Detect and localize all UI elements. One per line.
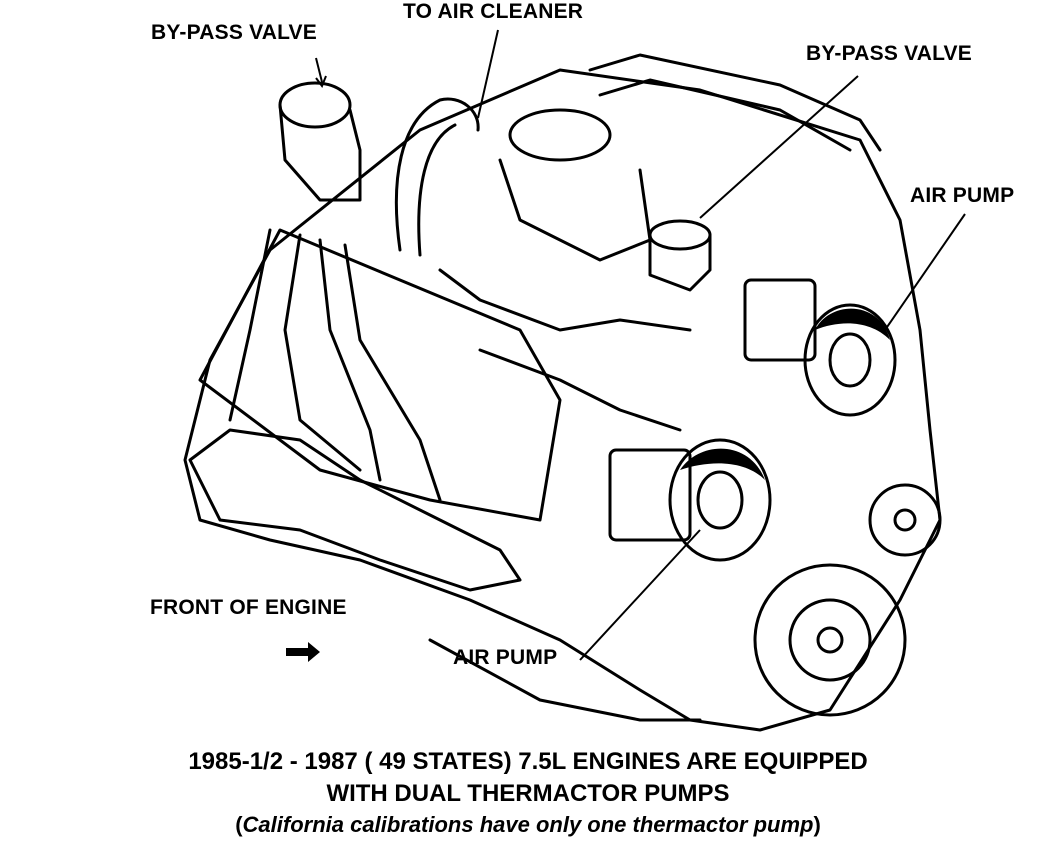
distributor-cap (508, 108, 612, 162)
air-pump-lower-hub (696, 470, 744, 530)
bypass-valve-right-cap (648, 219, 712, 251)
leader-bypass-left (315, 57, 323, 83)
leader-air-pump-bottom (579, 529, 701, 661)
bypass-valve-left-label: BY-PASS VALVE (151, 21, 317, 44)
caption-line-1: 1985-1/2 - 1987 ( 49 STATES) 7.5L ENGINE… (188, 748, 868, 775)
air-tube-3 (318, 238, 382, 482)
engine-block-outline (183, 68, 942, 732)
bypass-valve-left-body (278, 103, 362, 202)
center-hose (438, 268, 692, 332)
caption-line-3: (California calibrations have only one t… (0, 812, 1056, 838)
crossover-pipe (588, 53, 882, 152)
air-tube-1 (228, 228, 272, 422)
crank-pulley-inner (788, 598, 872, 682)
exhaust-manifold (188, 428, 522, 592)
center-hose-2 (478, 348, 682, 432)
air-pump-right-hub (828, 332, 872, 388)
crossover-pipe-2 (598, 78, 852, 152)
bypass-valve-left-cap (278, 81, 352, 129)
bypass-valve-right-body (648, 233, 712, 292)
air-tube-2 (283, 233, 362, 472)
front-of-engine-arrow (286, 642, 320, 662)
leader-air-cleaner (477, 29, 499, 119)
crank-pulley-hub (816, 626, 844, 654)
leader-bypass-left-head (315, 75, 327, 89)
air-pump-bottom-label: AIR PUMP (453, 646, 558, 669)
bypass-valve-right-label: BY-PASS VALVE (806, 42, 972, 65)
to-air-cleaner-label: TO AIR CLEANER (403, 0, 584, 23)
oil-pan-line (428, 638, 702, 722)
leader-air-pump-right (884, 213, 966, 331)
caption-line-2: WITH DUAL THERMACTOR PUMPS (326, 780, 730, 807)
carburetor (498, 158, 652, 262)
air-pump-right-pulley (803, 303, 897, 417)
air-pump-right-label: AIR PUMP (910, 184, 1015, 207)
hose-to-air-cleaner (394, 97, 480, 252)
front-of-engine-label: FRONT OF ENGINE (150, 596, 347, 619)
air-pump-right-shadow (815, 308, 890, 340)
water-pump-hub (893, 508, 917, 532)
water-pump-pulley (868, 483, 942, 557)
caption-line-3-open: ( (235, 812, 243, 837)
air-pump-lower-shadow (680, 448, 765, 480)
caption-line-3-close: ) (813, 812, 821, 837)
caption-line-3-italic: California calibrations have only one th… (242, 812, 814, 837)
hose-to-air-cleaner-2 (417, 123, 457, 257)
air-pump-right-bracket (743, 278, 817, 362)
leader-bypass-right (699, 75, 859, 219)
air-pump-lower-pulley (668, 438, 772, 562)
air-tube-4 (343, 243, 442, 502)
air-pump-lower-bracket (608, 448, 692, 542)
crank-pulley (753, 563, 907, 717)
